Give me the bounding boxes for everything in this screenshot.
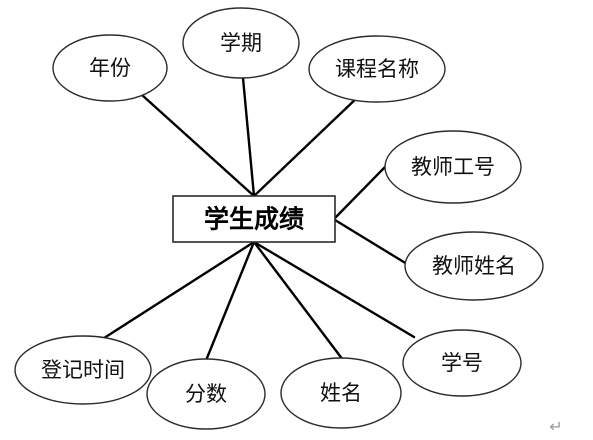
connector-teacher-name [333, 218, 409, 266]
attribute-label: 登记时间 [41, 358, 125, 382]
connector-course-name [252, 93, 362, 198]
attribute-label: 学号 [441, 351, 483, 375]
attribute-record-time: 登记时间 [14, 335, 152, 405]
attribute-year: 年份 [52, 34, 168, 102]
attribute-score: 分数 [146, 358, 266, 430]
attribute-label: 教师姓名 [432, 254, 516, 278]
attribute-teacher-name: 教师姓名 [404, 231, 544, 301]
attribute-course-name: 课程名称 [308, 35, 446, 103]
attribute-label: 分数 [185, 382, 227, 406]
attribute-student-name: 姓名 [280, 357, 402, 429]
connector-semester [241, 76, 256, 198]
connector-year [140, 93, 256, 198]
connectors [99, 76, 416, 362]
entity-label: 学生成绩 [204, 205, 304, 234]
connector-student-name [252, 240, 345, 362]
attribute-label: 姓名 [320, 381, 362, 405]
attribute-label: 教师工号 [411, 155, 495, 179]
connector-record-time [99, 240, 256, 342]
attribute-student-id: 学号 [402, 329, 522, 397]
attribute-label: 课程名称 [335, 57, 419, 81]
connector-score [205, 240, 256, 360]
attribute-semester: 学期 [182, 7, 300, 79]
attribute-label: 年份 [89, 56, 131, 80]
connector-teacher-id [333, 164, 388, 220]
paragraph-mark: ↵ [549, 417, 562, 436]
attribute-teacher-id: 教师工号 [384, 130, 522, 204]
connector-student-id [252, 240, 416, 339]
entity-student-grades: 学生成绩 [172, 195, 336, 243]
attribute-label: 学期 [220, 31, 262, 55]
